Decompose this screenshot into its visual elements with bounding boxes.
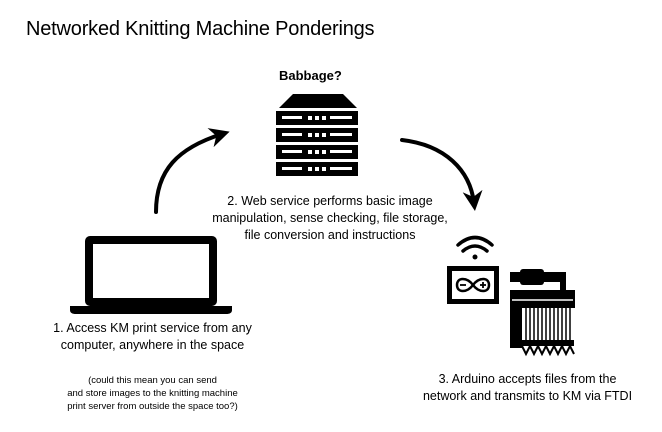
step1-note: (could this mean you can send and store … — [10, 374, 295, 413]
arrow-icon — [400, 138, 483, 211]
laptop-icon — [70, 236, 232, 314]
caption-line: 2. Web service performs basic image — [227, 194, 433, 208]
step3-caption: 3. Arduino accepts files from the networ… — [405, 371, 650, 405]
wifi-icon — [456, 235, 494, 260]
caption-line: manipulation, sense checking, file stora… — [212, 211, 448, 225]
knitting-machine-icon — [510, 269, 575, 357]
caption-line: file conversion and instructions — [244, 228, 416, 242]
step1-caption: 1. Access KM print service from any comp… — [10, 320, 295, 354]
note-line: (could this mean you can send — [88, 375, 217, 386]
caption-line: network and transmits to KM via FTDI — [422, 389, 633, 403]
step2-caption: 2. Web service performs basic image mani… — [185, 193, 475, 244]
arduino-board-icon — [447, 266, 499, 304]
caption-line: computer, anywhere in the space — [60, 338, 245, 352]
note-line: print server from outside the space too?… — [67, 401, 238, 412]
server-label: Babbage? — [279, 68, 342, 83]
diagram-title: Networked Knitting Machine Ponderings — [26, 18, 375, 40]
server-rack-icon — [276, 94, 358, 176]
arrow-icon — [154, 128, 230, 214]
caption-line: 3. Arduino accepts files from the — [438, 372, 617, 386]
caption-line: 1. Access KM print service from any — [53, 321, 252, 335]
note-line: and store images to the knitting machine — [67, 388, 238, 399]
